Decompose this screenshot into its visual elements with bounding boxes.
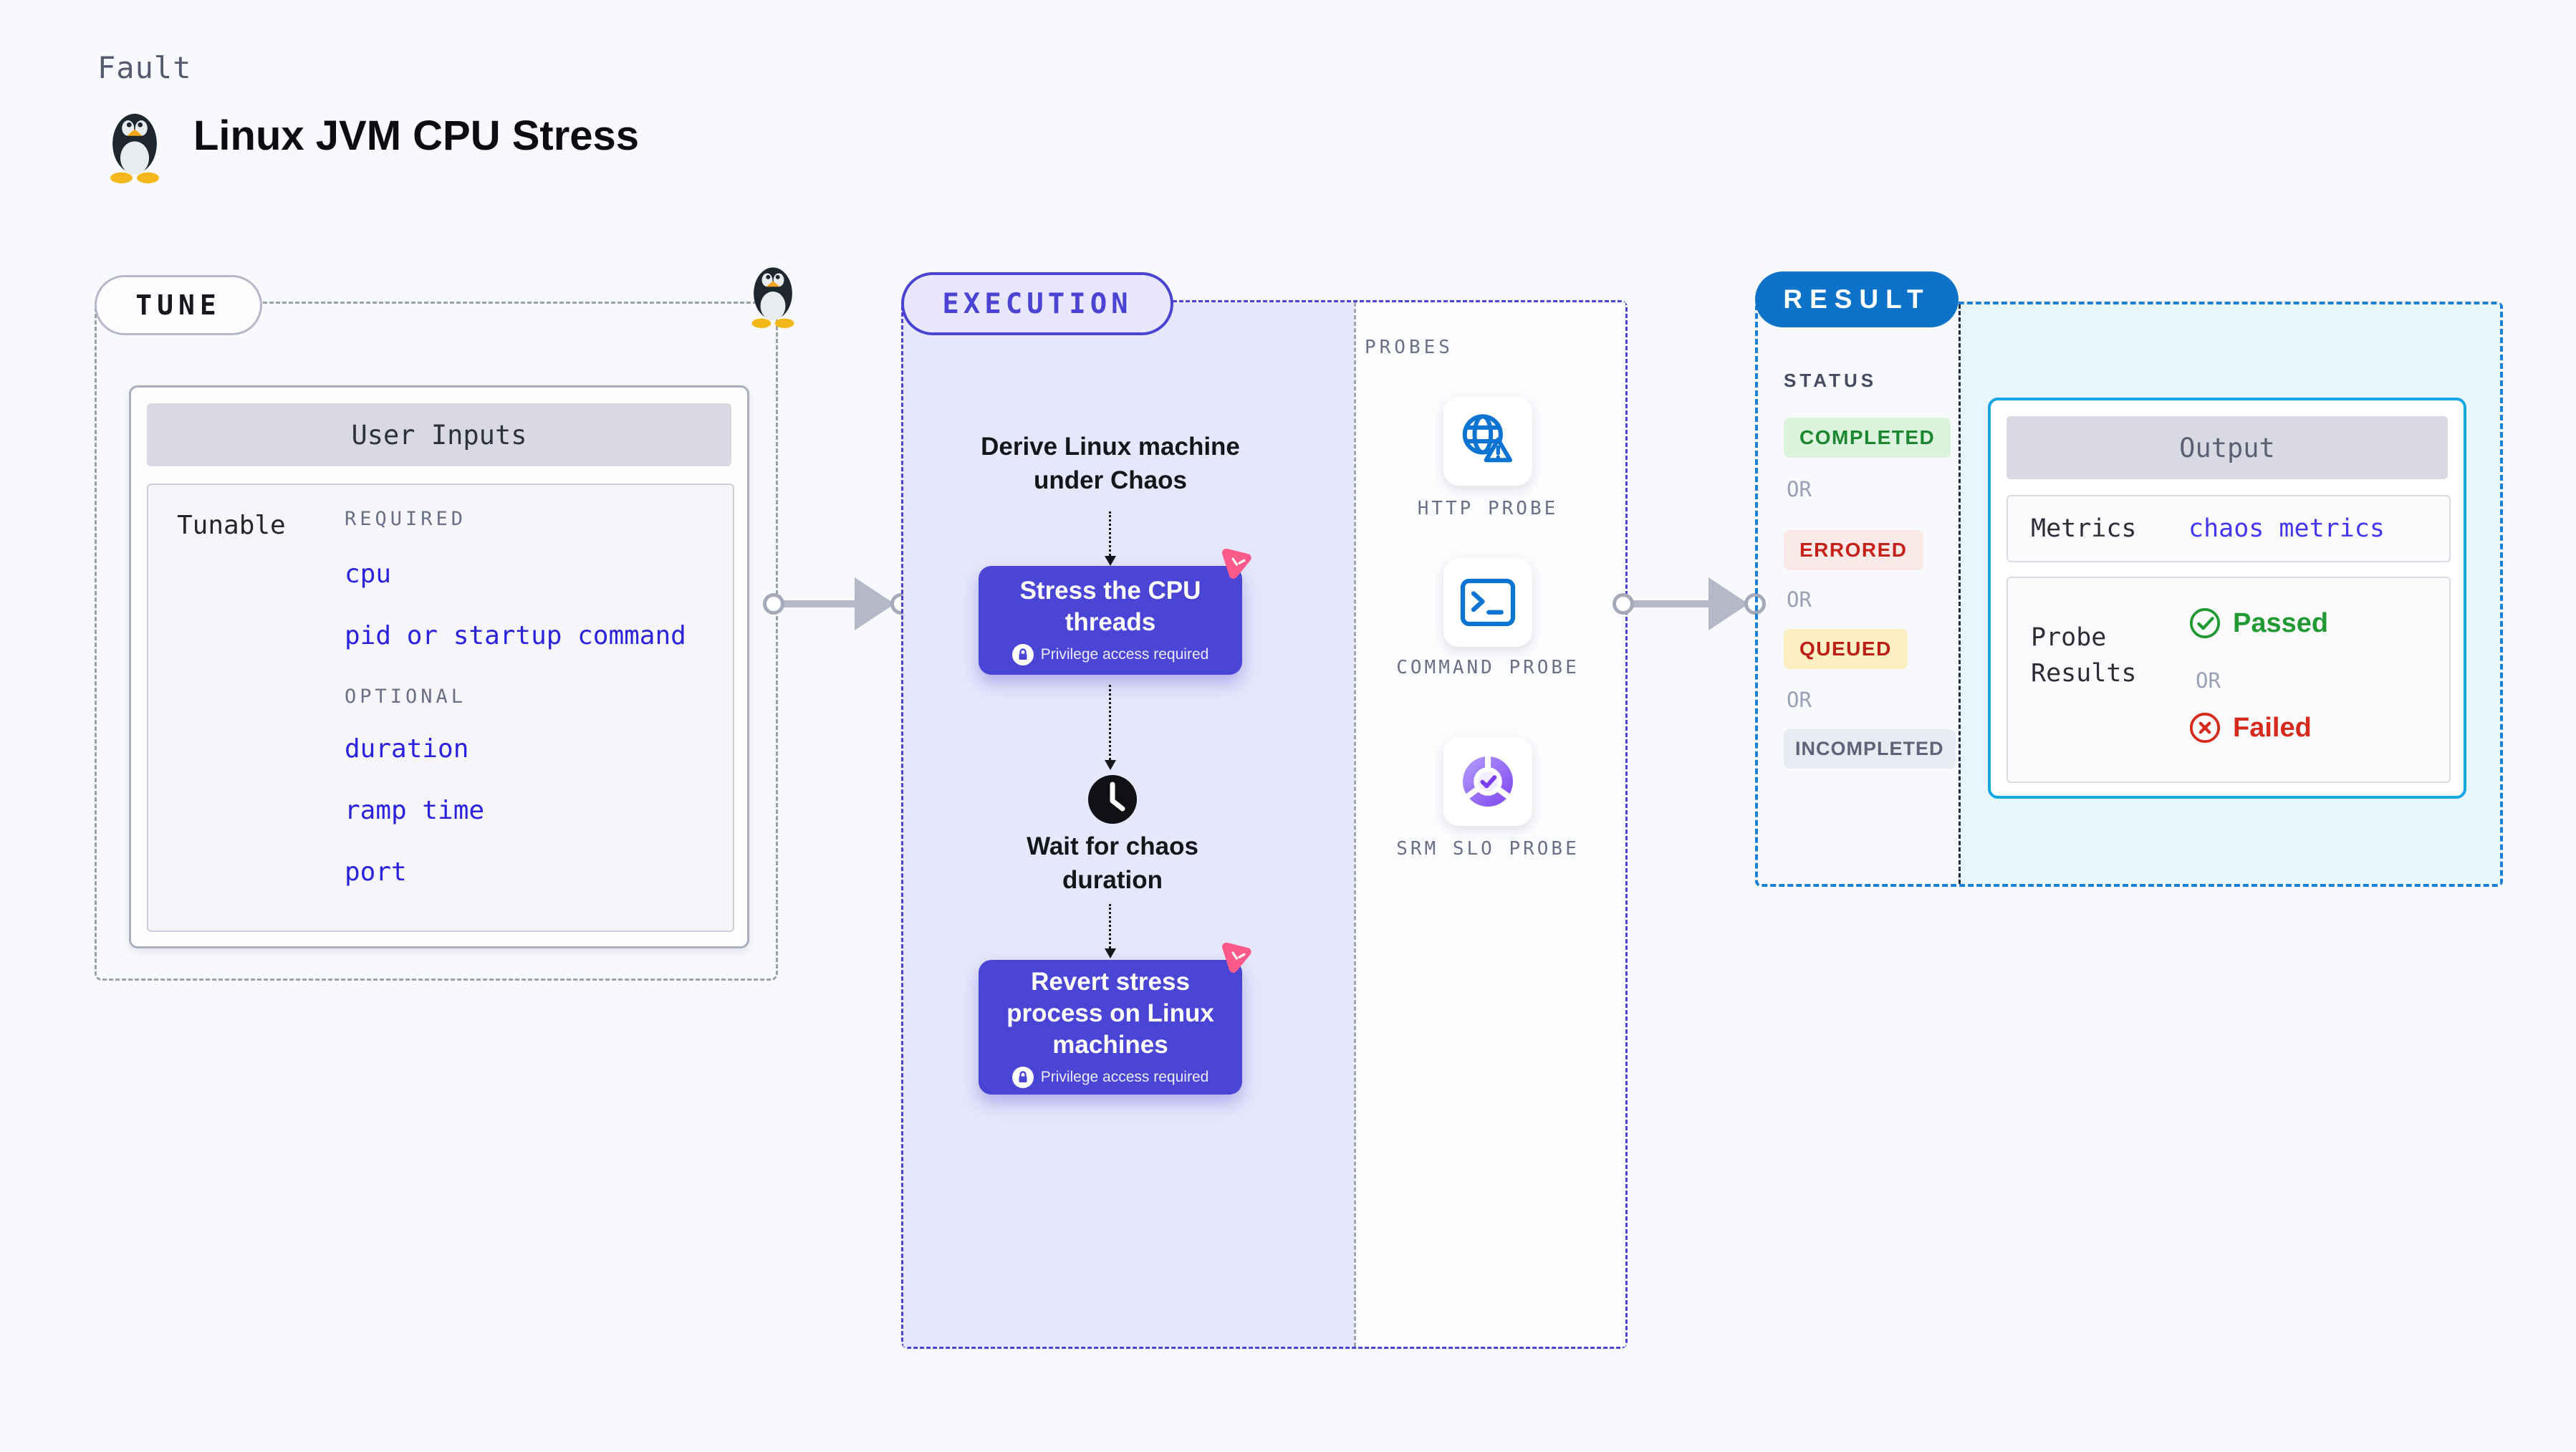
step-derive-machine: Derive Linux machine under Chaos bbox=[981, 433, 1240, 494]
probe-result-failed: Failed bbox=[2188, 711, 2312, 744]
tunable-link-duration[interactable]: duration bbox=[345, 734, 469, 764]
flow-arrow bbox=[1105, 511, 1116, 566]
probe-result-passed: Passed bbox=[2188, 607, 2328, 640]
output-card: Output Metrics chaos metrics Probe Resul… bbox=[1988, 398, 2466, 799]
tune-badge: TUNE bbox=[95, 275, 262, 335]
srm-slo-probe-card[interactable] bbox=[1443, 737, 1532, 826]
status-badge-completed: COMPLETED bbox=[1784, 418, 1951, 458]
result-badge: RESULT bbox=[1755, 271, 1959, 327]
globe-alert-icon bbox=[1462, 414, 1513, 463]
probe-results-label: Probe Results bbox=[2031, 623, 2137, 688]
metrics-value[interactable]: chaos metrics bbox=[2188, 514, 2385, 543]
slo-check-icon bbox=[1463, 755, 1513, 807]
or-label: OR bbox=[1787, 477, 1812, 501]
connector-dot bbox=[763, 593, 784, 615]
status-badge-errored: ERRORED bbox=[1784, 530, 1923, 570]
execution-badge: EXECUTION bbox=[901, 272, 1173, 335]
command-probe-card[interactable] bbox=[1443, 558, 1532, 647]
lock-icon bbox=[1011, 1067, 1034, 1088]
metrics-row: Metrics chaos metrics bbox=[2007, 495, 2451, 562]
or-label: OR bbox=[2196, 668, 2221, 693]
stress-node-title: Stress the CPU threads bbox=[1019, 577, 1201, 636]
result-divider bbox=[1959, 304, 1961, 884]
execution-flow-background bbox=[903, 302, 1354, 1347]
srm-slo-probe-label: SRM SLO PROBE bbox=[1396, 838, 1580, 860]
x-circle-icon bbox=[2189, 712, 2221, 744]
required-label: REQUIRED bbox=[345, 508, 467, 530]
user-inputs-card: User Inputs Tunable REQUIRED cpu pid or … bbox=[129, 385, 749, 948]
failed-label: Failed bbox=[2233, 712, 2312, 743]
step-stress-cpu-node[interactable]: Stress the CPU threads Privilege access … bbox=[979, 566, 1242, 675]
clock-icon bbox=[1088, 775, 1137, 824]
step-revert-stress-node[interactable]: Revert stress process on Linux machines … bbox=[979, 960, 1242, 1095]
tune-section bbox=[95, 302, 778, 981]
probes-label: PROBES bbox=[1365, 337, 1453, 358]
tunable-link-cpu[interactable]: cpu bbox=[345, 559, 392, 589]
revert-node-note: Privilege access required bbox=[1040, 1069, 1209, 1085]
check-circle-icon bbox=[2189, 607, 2221, 639]
metrics-label: Metrics bbox=[2031, 514, 2137, 543]
command-probe-label: COMMAND PROBE bbox=[1396, 657, 1580, 678]
probe-results-row: Probe Results Passed OR Failed bbox=[2007, 577, 2451, 783]
arrow-execution-to-result bbox=[1613, 577, 1766, 630]
tux-penguin-icon bbox=[110, 113, 159, 183]
tux-penguin-small-icon bbox=[751, 267, 794, 328]
terminal-icon bbox=[1460, 578, 1516, 627]
chaos-knot-icon bbox=[1221, 942, 1251, 973]
step-wait-duration: Wait for chaos duration bbox=[1027, 832, 1198, 894]
optional-label: OPTIONAL bbox=[345, 686, 467, 708]
chaos-knot-icon bbox=[1221, 548, 1251, 579]
page-title: Linux JVM CPU Stress bbox=[193, 112, 640, 159]
or-label: OR bbox=[1787, 587, 1812, 612]
fault-label: Fault bbox=[97, 50, 192, 85]
status-badge-queued: QUEUED bbox=[1784, 629, 1908, 669]
tunable-link-port[interactable]: port bbox=[345, 857, 407, 887]
http-probe-label: HTTP PROBE bbox=[1417, 498, 1559, 519]
tunable-link-pid-or-startup-command[interactable]: pid or startup command bbox=[345, 621, 686, 650]
connector-dot bbox=[1613, 593, 1634, 615]
output-header: Output bbox=[2007, 416, 2448, 479]
http-probe-card[interactable] bbox=[1443, 397, 1532, 486]
revert-node-title: Revert stress process on Linux machines bbox=[1006, 968, 1214, 1059]
user-inputs-header: User Inputs bbox=[147, 403, 731, 466]
tunable-link-ramp-time[interactable]: ramp time bbox=[345, 796, 485, 825]
flow-arrow bbox=[1105, 685, 1116, 770]
flow-arrow bbox=[1105, 904, 1116, 958]
tunable-label: Tunable bbox=[177, 511, 286, 540]
or-label: OR bbox=[1787, 688, 1812, 712]
status-label: STATUS bbox=[1784, 370, 1878, 391]
status-badge-incompleted: INCOMPLETED bbox=[1784, 729, 1956, 769]
user-inputs-table: Tunable REQUIRED cpu pid or startup comm… bbox=[147, 484, 734, 932]
arrow-tune-to-execution bbox=[763, 577, 912, 630]
passed-label: Passed bbox=[2233, 607, 2329, 638]
probes-divider bbox=[1354, 302, 1356, 1347]
lock-icon bbox=[1011, 644, 1034, 665]
stress-node-note: Privilege access required bbox=[1040, 646, 1209, 663]
